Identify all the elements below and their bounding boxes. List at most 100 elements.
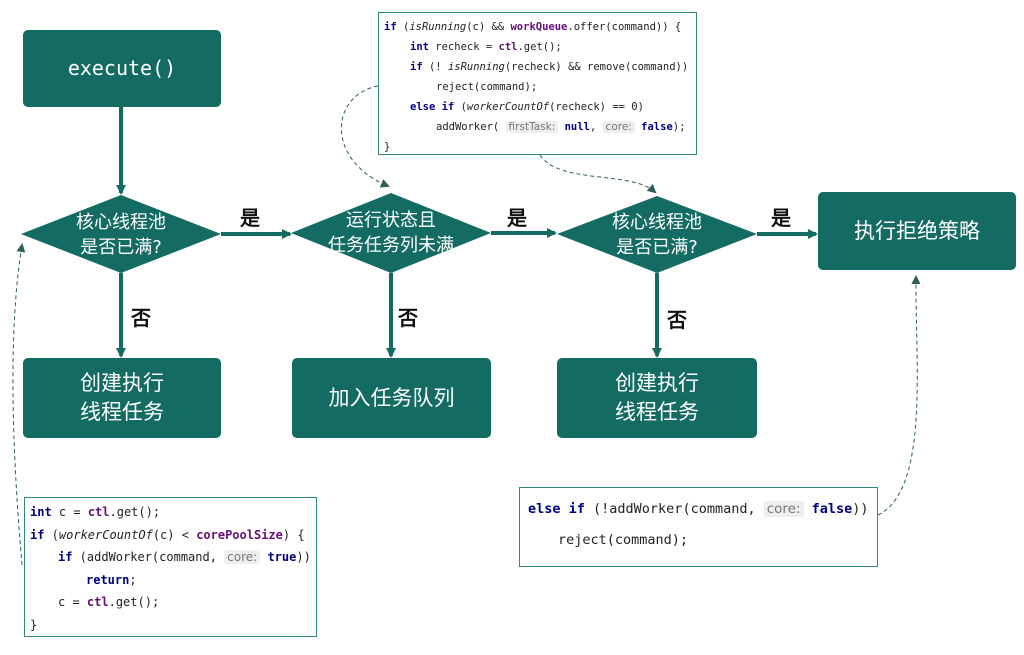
code-token: return [86, 572, 130, 587]
code-token: else if [528, 501, 585, 517]
code-line: else if (workerCountOf(recheck) == 0) [384, 97, 691, 117]
code-token: else if [410, 101, 455, 113]
code-token: } [384, 141, 391, 153]
code-line: return; [30, 569, 311, 592]
code-line: if (workerCountOf(c) < corePoolSize) { [30, 524, 311, 547]
code-token: true [267, 550, 297, 564]
dashed-top-code-to-pool [539, 154, 657, 194]
decision-core-full-line1: 核心线程池 [76, 212, 166, 233]
code-token: false [641, 121, 673, 133]
code-token: if [410, 61, 423, 73]
node-execute-label: execute() [67, 56, 177, 80]
code-token: (!addWorker(command, [584, 501, 764, 517]
code-token: isRunning [409, 21, 467, 33]
code-block-reject: else if (!addWorker(command, core: false… [519, 487, 878, 567]
code-token: , [589, 121, 603, 133]
code-token: isRunning [447, 61, 505, 73]
decision-running: 运行状态且 任务任务列未满 [301, 207, 481, 259]
code-token: ( [44, 527, 59, 542]
code-line: reject(command); [384, 77, 691, 97]
code-token: )) [852, 501, 869, 517]
decision-pool-full: 核心线程池 是否已满? [567, 209, 747, 261]
code-token: } [30, 617, 38, 632]
decision-core-full-shape [21, 195, 221, 273]
dashed-top-code-to-running [340, 85, 390, 188]
edge-label-no-1: 否 [131, 306, 151, 330]
code-token: ( [396, 21, 410, 33]
node-create-core-line1: 创建执行 [80, 371, 164, 395]
code-block-queue-offer: if (isRunning(c) && workQueue.offer(comm… [378, 12, 697, 155]
dashed-left-code-to-core [12, 243, 26, 566]
code-line: } [30, 614, 311, 637]
code-line: } [384, 137, 691, 157]
code-token: corePoolSize [196, 527, 283, 542]
decision-pool-full-line1: 核心线程池 [612, 212, 702, 233]
code-token: c = [58, 595, 87, 609]
code-line: int c = ctl.get(); [30, 501, 311, 524]
code-param-hint: core: [224, 550, 261, 564]
code-token: int [30, 505, 52, 519]
decision-running-shape [291, 193, 491, 273]
code-line: addWorker( firstTask: null, core: false)… [384, 117, 691, 137]
code-line: reject(command); [528, 525, 869, 556]
node-create-noncore-line2: 线程任务 [615, 400, 699, 424]
node-create-noncore-thread: 创建执行 线程任务 [557, 358, 757, 438]
edge-label-no-3: 否 [667, 308, 687, 332]
edge-label-yes-2: 是 [507, 206, 527, 230]
code-token: (! [422, 61, 448, 73]
code-token: addWorker( [436, 121, 506, 133]
decision-core-full: 核心线程池 是否已满? [31, 209, 211, 261]
code-param-hint: core: [602, 121, 635, 133]
code-line: if (isRunning(c) && workQueue.offer(comm… [384, 17, 691, 37]
code-token: ; [129, 572, 137, 587]
edge-label-yes-3: 是 [771, 206, 791, 230]
code-line: int recheck = ctl.get(); [384, 37, 691, 57]
code-line: else if (!addWorker(command, core: false… [528, 494, 869, 525]
code-token: if [384, 21, 397, 33]
code-token: null [564, 121, 590, 133]
code-token: false [811, 501, 853, 517]
code-token: (recheck) && remove(command)) [504, 61, 689, 73]
node-create-core-line2: 线程任务 [80, 400, 164, 424]
code-line: if (! isRunning(recheck) && remove(comma… [384, 57, 691, 77]
edge-label-yes-1: 是 [240, 206, 260, 230]
decision-core-full-line2: 是否已满? [80, 237, 162, 258]
code-token: .get(); [109, 505, 161, 519]
code-line: c = ctl.get(); [30, 591, 311, 614]
code-token: (c) < [152, 527, 197, 542]
code-token: reject(command); [558, 532, 689, 548]
node-create-noncore-line1: 创建执行 [615, 371, 699, 395]
code-token: ctl [498, 41, 518, 53]
code-token: int [410, 41, 429, 53]
decision-pool-full-shape [557, 196, 757, 273]
code-token: reject(command); [436, 81, 538, 93]
code-token: workerCountOf [466, 101, 550, 113]
edge-label-no-2: 否 [398, 306, 418, 330]
decision-pool-full-line2: 是否已满? [616, 237, 698, 258]
decision-running-line1: 运行状态且 [346, 210, 436, 231]
node-execute: execute() [23, 30, 221, 107]
node-reject-policy-label: 执行拒绝策略 [854, 218, 980, 243]
code-token: workerCountOf [58, 527, 153, 542]
code-token: recheck = [428, 41, 499, 53]
code-param-hint: firstTask: [505, 121, 559, 133]
code-token: .get(); [517, 41, 562, 53]
code-token: (c) && [466, 21, 511, 33]
code-token: (recheck) == 0) [549, 101, 644, 113]
code-token: if [30, 527, 45, 542]
node-enqueue: 加入任务队列 [292, 358, 491, 438]
dashed-right-code-to-reject [877, 275, 921, 516]
node-reject-policy: 执行拒绝策略 [818, 192, 1016, 270]
code-token: c = [51, 505, 88, 519]
code-token: .get(); [108, 595, 160, 609]
code-block-core-pool: int c = ctl.get(); if (workerCountOf(c) … [24, 497, 317, 637]
code-token: .offer(command)) { [567, 21, 682, 33]
code-token: if [58, 550, 73, 564]
code-token: )) [296, 550, 311, 564]
code-token: ( [454, 101, 467, 113]
code-token: (addWorker(command, [72, 550, 225, 564]
code-param-hint: core: [763, 501, 804, 517]
code-token: ctl [87, 505, 110, 519]
code-token: ); [672, 121, 686, 133]
